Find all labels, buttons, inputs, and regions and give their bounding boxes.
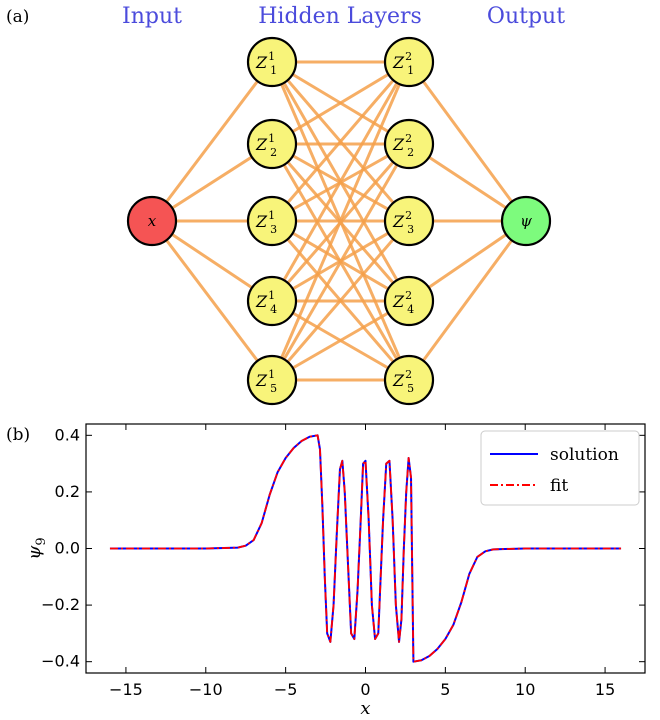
x-tick-label: 15 <box>595 680 615 699</box>
input-node-label: x <box>148 212 157 230</box>
x-tick-label: 10 <box>515 680 535 699</box>
x-axis-label: x <box>360 698 370 719</box>
panel-b-label: (b) <box>6 425 30 445</box>
legend-box <box>480 430 640 506</box>
network-edges <box>150 60 528 382</box>
edge-input-h1-5 <box>150 220 274 381</box>
x-tick-label: −10 <box>189 680 223 699</box>
edge-h1-2-h2-1 <box>271 60 410 146</box>
x-tick-label: −15 <box>109 680 143 699</box>
x-tick-label: −5 <box>274 680 298 699</box>
edge-h2-5-output <box>407 220 528 381</box>
header-output: Output <box>487 4 565 29</box>
header-input: Input <box>122 4 182 29</box>
legend-label-fit: fit <box>550 476 568 496</box>
legend-label-solution: solution <box>550 445 619 465</box>
line-chart: −15 −10 −5 0 5 10 15 −0.4 −0.2 0.0 0.2 0.4 x ψ9 soluti… <box>24 423 646 719</box>
y-axis-label: ψ9 <box>24 537 49 559</box>
edge-h1-5-h2-2 <box>270 143 411 381</box>
y-tick-label: −0.2 <box>41 595 80 614</box>
y-tick-label: 0.4 <box>55 425 80 444</box>
output-node-label: ψ <box>520 212 532 230</box>
legend: solution fit <box>480 430 640 506</box>
input-node: x <box>126 195 178 247</box>
panel-a-label: (a) <box>6 7 29 27</box>
x-tick-label: 0 <box>360 680 370 699</box>
edge-h1-5-h2-4 <box>271 299 410 382</box>
series-line-fit <box>109 434 622 663</box>
edge-h1-5-h2-1 <box>270 61 411 381</box>
edge-h1-3-h2-1 <box>270 61 411 222</box>
edge-h1-5-h2-3 <box>270 220 411 381</box>
output-node: ψ <box>500 195 552 247</box>
x-tick-label: 5 <box>440 680 450 699</box>
edge-h2-1-output <box>407 61 528 222</box>
y-tick-label: 0.2 <box>55 482 80 501</box>
edge-input-h1-1 <box>150 61 274 222</box>
header-hidden-layers: Hidden Layers <box>258 4 422 29</box>
y-tick-label: −0.4 <box>41 652 80 671</box>
y-tick-label: 0.0 <box>55 539 80 558</box>
edge-h1-4-h2-1 <box>270 61 411 302</box>
